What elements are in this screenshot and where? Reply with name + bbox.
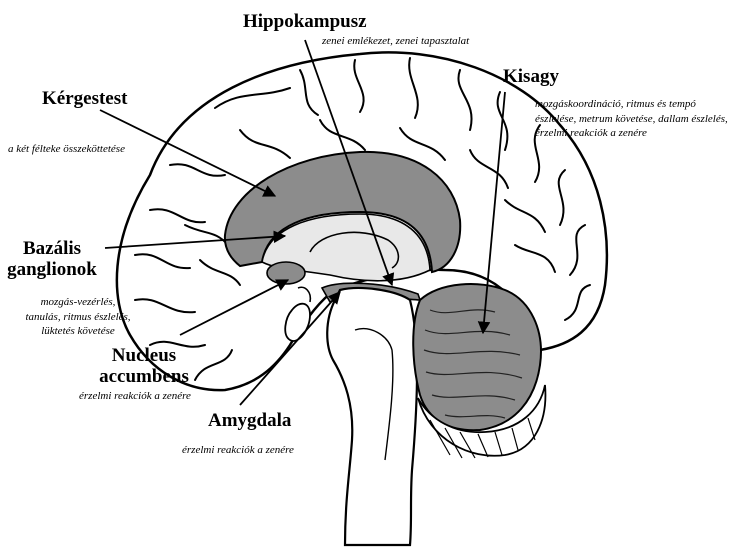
nucleus-accumbens-title: Nucleus accumbens xyxy=(94,345,194,387)
cerebellum-desc-line-2: észlelése, metrum követése, dallam észle… xyxy=(535,112,728,125)
brainstem xyxy=(326,286,419,547)
hippocampus-desc: zenei emlékezet, zenei tapasztalat xyxy=(322,35,470,47)
pointer-hippocampus xyxy=(304,39,395,287)
pointer-cerebellum xyxy=(477,91,506,335)
nucleus-accumbens-title-line-2: accumbens xyxy=(99,366,189,387)
optic-chiasm xyxy=(297,286,312,303)
cortex-folds xyxy=(134,57,591,381)
corpus-callosum-desc: a két félteke összeköttetése xyxy=(8,143,125,155)
pointer-amygdala xyxy=(239,291,341,406)
cerebellum-lines xyxy=(429,417,536,459)
pointer-basal-ganglia xyxy=(104,230,287,249)
cerebellum-title: Kisagy xyxy=(503,66,559,87)
basal-ganglia-desc-line-2: tanulás, ritmus észlelés, xyxy=(25,310,131,323)
basal-ganglia-desc: mozgás-vezérlés, tanulás, ritmus észlelé… xyxy=(3,295,153,339)
cerebellum-shape xyxy=(412,283,542,432)
basal-ganglia-title-line-1: Bazális xyxy=(22,238,82,259)
pointer-nucleus-accumbens xyxy=(179,279,290,336)
brainstem-inner xyxy=(354,328,394,461)
hippocampus-title: Hippokampusz xyxy=(243,11,367,32)
basal-ganglia-desc-line-3: lüktetés követése xyxy=(41,325,115,337)
cerebellum-desc: mozgáskoordináció, ritmus és tempó észle… xyxy=(535,97,728,141)
cerebellum-folia xyxy=(423,309,523,419)
nucleus-accumbens-title-line-1: Nucleus xyxy=(111,345,177,366)
cerebellum-lamellae xyxy=(417,384,547,457)
pointer-corpus-callosum xyxy=(99,109,277,197)
pointer-lines xyxy=(99,39,506,406)
corpus-callosum-title: Kérgestest xyxy=(42,88,128,109)
basal-ganglia-title-line-2: ganglionok xyxy=(7,259,97,280)
cerebellum-desc-line-3: érzelmi reakciók a zenére xyxy=(535,127,647,139)
ventricle-curve xyxy=(309,231,400,269)
amygdala-title: Amygdala xyxy=(208,410,292,431)
thalamus-shape xyxy=(261,213,431,282)
nucleus-accumbens-desc: érzelmi reakciók a zenére xyxy=(79,390,191,402)
basal-ganglia-desc-line-1: mozgás-vezérlés, xyxy=(40,296,116,308)
basal-ganglia-title: Bazális ganglionok xyxy=(5,238,99,280)
amygdala-desc: érzelmi reakciók a zenére xyxy=(182,444,294,456)
cerebellum-desc-line-1: mozgáskoordináció, ritmus és tempó xyxy=(535,98,696,110)
